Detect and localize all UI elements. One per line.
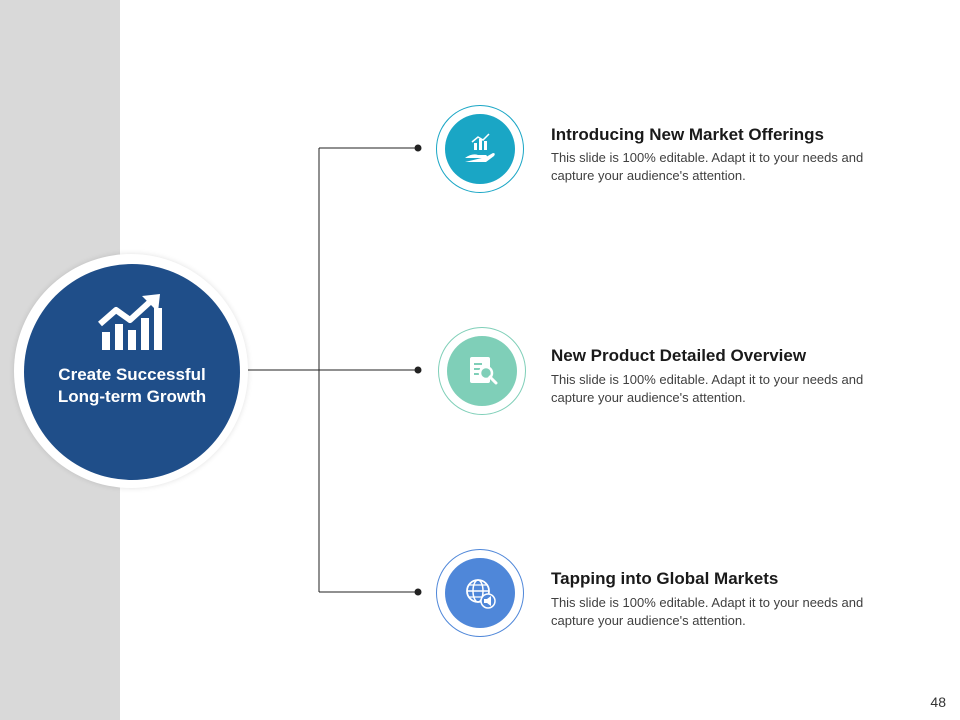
growth-chart-arrow-icon	[98, 294, 162, 350]
item-description: This slide is 100% editable. Adapt it to…	[551, 150, 864, 183]
document-search-icon	[470, 357, 498, 385]
item-description: This slide is 100% editable. Adapt it to…	[551, 372, 864, 405]
node-global-markets	[436, 549, 524, 637]
item-title: Introducing New Market Offerings	[551, 125, 824, 144]
globe-megaphone-icon	[466, 579, 496, 609]
hand-holding-chart-icon	[465, 133, 495, 162]
item-description: This slide is 100% editable. Adapt it to…	[551, 595, 864, 628]
item-title: Tapping into Global Markets	[551, 569, 779, 588]
hub-title: Create Successful Long-term Growth	[57, 365, 207, 406]
node-market-offerings	[436, 105, 524, 193]
page-number: 48	[930, 694, 946, 710]
node-product-overview	[438, 327, 526, 415]
item-title: New Product Detailed Overview	[551, 346, 807, 365]
hub-circle: Create Successful Long-term Growth	[24, 264, 240, 480]
